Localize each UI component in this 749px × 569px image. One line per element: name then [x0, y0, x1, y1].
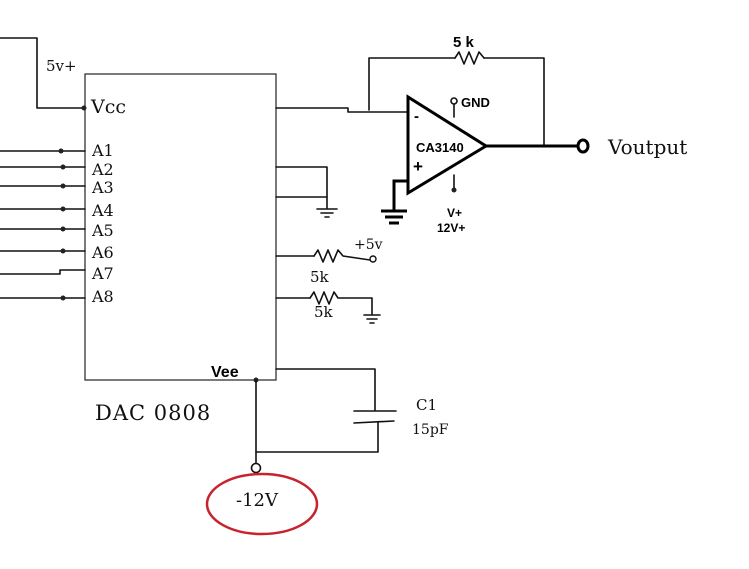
pin-label-a1: A1 [91, 141, 114, 160]
capacitor-plate-bottom [353, 420, 395, 424]
opamp-gnd-label: GND [461, 95, 490, 110]
vee-supply-highlight [205, 472, 319, 536]
opamp-gnd-terminal [450, 97, 458, 105]
ref-bottom-ground-symbol [363, 314, 381, 324]
ref-top-value-label: 5k [310, 268, 330, 286]
pin-label-a2: A2 [91, 160, 114, 179]
opamp-vplus-label: V+ [447, 206, 462, 220]
capacitor-bottom-wire [255, 421, 379, 453]
pin-label-a7: A7 [91, 264, 114, 283]
output-terminal [576, 138, 590, 154]
address-pin-wires [0, 148, 86, 301]
capacitor-top-wire [275, 368, 376, 411]
pin-dot-a5 [60, 226, 66, 232]
opamp-plus-label: + [413, 157, 423, 176]
pin-label-a6: A6 [91, 243, 114, 262]
opamp-minus-label: - [414, 108, 419, 125]
dac-output-wire [275, 107, 409, 113]
pin-dot-a4 [60, 206, 66, 212]
vcc-supply-wire [0, 37, 86, 109]
pin-label-a8: A8 [91, 287, 114, 306]
opamp-vplus-value: 12V+ [437, 221, 465, 235]
ref-top-resistor [313, 249, 371, 263]
vcc-pin-dot [81, 105, 87, 111]
chip-ground-wire [275, 166, 328, 198]
ref-bottom-resistor [309, 291, 373, 315]
vcc-label: Vcc [90, 96, 126, 118]
dac-chip-label: DAC 0808 [95, 401, 211, 425]
pin-dot-a2 [60, 164, 66, 170]
feedback-resistor-label: 5 k [453, 34, 475, 51]
vee-supply-terminal [250, 462, 262, 474]
output-label: Voutput [607, 135, 687, 159]
pin-dot-a6 [60, 248, 66, 254]
opamp-triangle [406, 94, 489, 196]
vee-label: Vee [211, 364, 239, 381]
chip-ground-symbol [316, 208, 338, 218]
pin-label-a4: A4 [91, 201, 114, 220]
capacitor-name-label: C1 [416, 396, 437, 414]
supply-5v-label: 5v+ [46, 57, 77, 75]
opamp-vplus-dot [451, 187, 457, 193]
pin-label-a5: A5 [91, 221, 114, 240]
ref-top-terminal [369, 255, 377, 263]
feedback-right-wire [483, 57, 545, 147]
pin-dot-a8 [60, 295, 66, 301]
opamp-ground-symbol [381, 209, 407, 225]
noninverting-ground-wire [392, 179, 408, 210]
pin-dot-a3 [60, 183, 66, 189]
ref-bottom-value-label: 5k [314, 303, 334, 321]
feedback-resistor-zigzag [454, 51, 485, 65]
pin-dot-a1 [58, 148, 64, 154]
pin-label-a3: A3 [91, 178, 114, 197]
dac-chip-body [84, 73, 277, 381]
address-pin-labels: A1 A2 A3 A4 A5 A6 A7 A8 [91, 141, 114, 306]
opamp-name-label: CA3140 [416, 140, 464, 155]
vee-supply-label: -12V [236, 490, 279, 511]
feedback-left-wire [368, 57, 456, 111]
vee-pin-dot [253, 377, 259, 383]
pin-wire-a7 [0, 269, 86, 275]
capacitor-value-label: 15pF [412, 422, 449, 438]
ref-top-supply-label: +5v [354, 237, 383, 253]
